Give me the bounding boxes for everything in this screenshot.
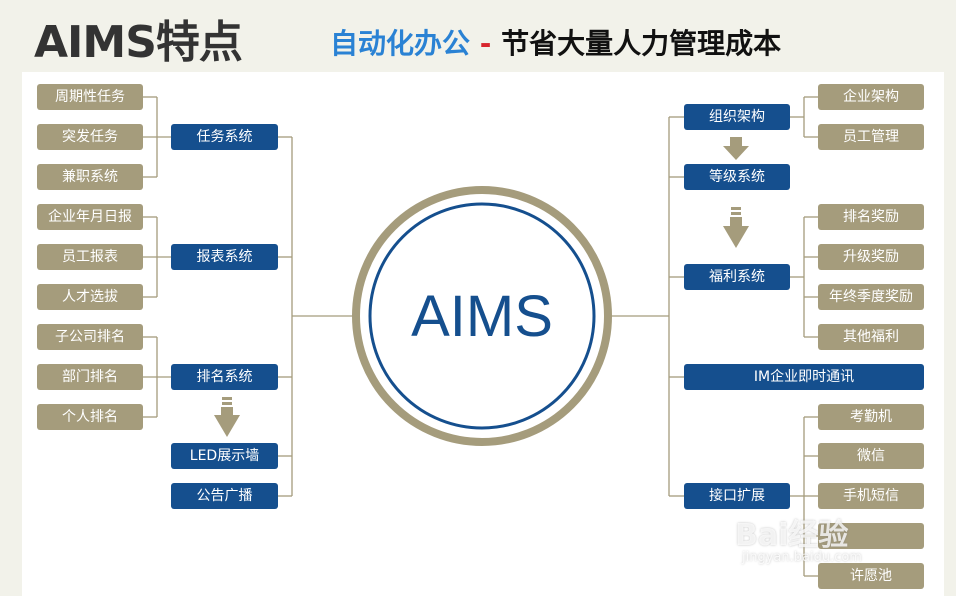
subtitle-dash: - — [479, 27, 492, 60]
task-system: 任务系统 — [171, 124, 278, 150]
iface-attendance: 考勤机 — [818, 404, 924, 430]
welfare-other: 其他福利 — [818, 324, 924, 350]
welfare-annual: 年终季度奖励 — [818, 284, 924, 310]
rank-personal: 个人排名 — [37, 404, 143, 430]
iface-sms: 手机短信 — [818, 483, 924, 509]
interface-extension: 接口扩展 — [684, 483, 790, 509]
report-staff: 员工报表 — [37, 244, 143, 270]
arrow-down-icon — [723, 207, 749, 248]
welfare-upgrade: 升级奖励 — [818, 244, 924, 270]
level-system: 等级系统 — [684, 164, 790, 190]
iface-hidden — [818, 523, 924, 549]
page-title: AIMS特点 — [34, 17, 243, 68]
org-enterprise: 企业架构 — [818, 84, 924, 110]
rank-department: 部门排名 — [37, 364, 143, 390]
report-talent: 人才选拔 — [37, 284, 143, 310]
iface-wishpool: 许愿池 — [818, 563, 924, 589]
iface-wechat: 微信 — [818, 443, 924, 469]
aims-inner-ring — [368, 202, 596, 430]
report-daily: 企业年月日报 — [37, 204, 143, 230]
arrow-down-icon — [723, 137, 749, 160]
welfare-system: 福利系统 — [684, 264, 790, 290]
baidu-watermark-url: jingyan.baidu.com — [742, 550, 862, 565]
rank-system: 排名系统 — [171, 364, 278, 390]
aims-center-label: AIMS — [411, 284, 553, 349]
baidu-watermark: Bai经验 — [735, 518, 849, 553]
arrow-down-icon — [214, 397, 240, 437]
task-parttime: 兼职系统 — [37, 164, 143, 190]
led-wall: LED展示墙 — [171, 443, 278, 469]
task-periodic: 周期性任务 — [37, 84, 143, 110]
org-staff: 员工管理 — [818, 124, 924, 150]
welfare-rank: 排名奖励 — [818, 204, 924, 230]
notice-broadcast: 公告广播 — [171, 483, 278, 509]
subtitle-highlight: 自动化办公 — [330, 27, 471, 60]
rank-subsidiary: 子公司排名 — [37, 324, 143, 350]
report-system: 报表系统 — [171, 244, 278, 270]
im-messaging: IM企业即时通讯 — [684, 364, 924, 390]
subtitle-text: 节省大量人力管理成本 — [501, 27, 782, 60]
org-structure: 组织架构 — [684, 104, 790, 130]
page-subtitle: 自动化办公 - 节省大量人力管理成本 — [330, 22, 781, 62]
task-sudden: 突发任务 — [37, 124, 143, 150]
